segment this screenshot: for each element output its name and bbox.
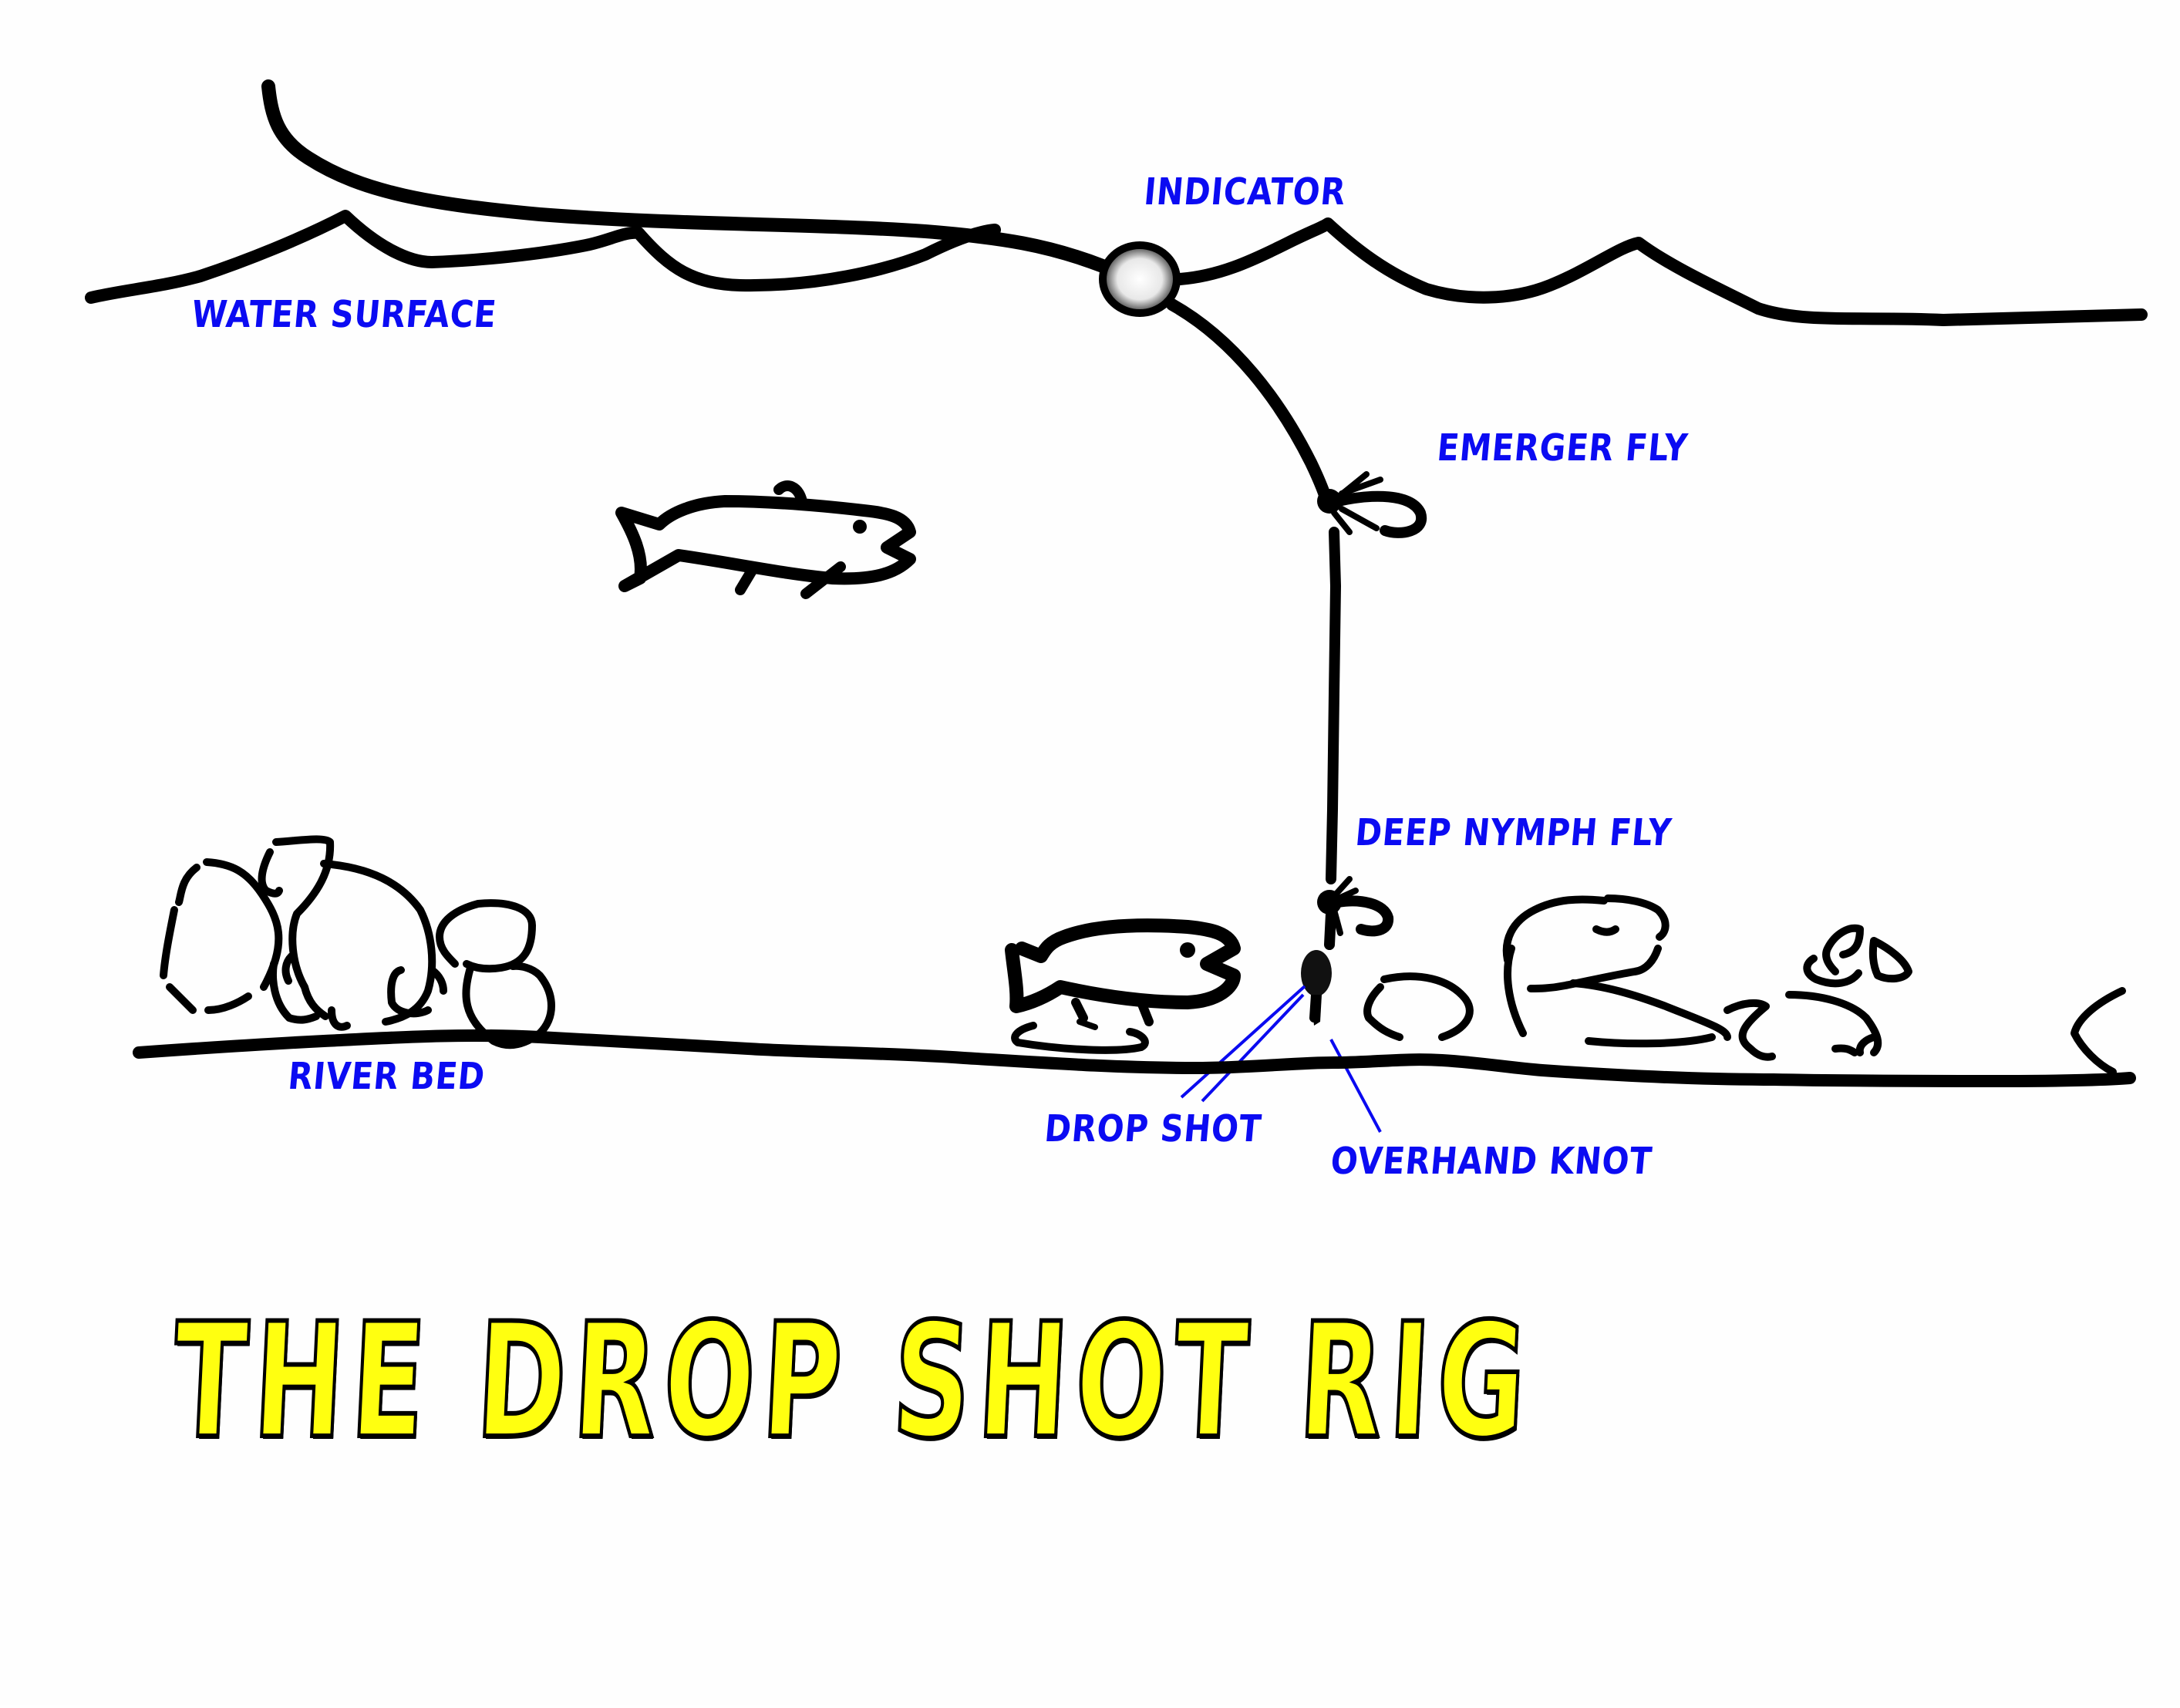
deep-nymph-fly-label: DEEP NYMPH FLY bbox=[1353, 811, 1674, 854]
drop-shot-label: DROP SHOT bbox=[1043, 1107, 1264, 1150]
leader-line bbox=[1166, 298, 1341, 1022]
overhand-knot-label: OVERHAND KNOT bbox=[1329, 1140, 1654, 1183]
water-surface-line bbox=[85, 210, 2148, 326]
indicator-label: INDICATOR bbox=[1142, 170, 1348, 214]
drop-shot-weight bbox=[1301, 950, 1332, 1026]
deep-nymph-fly-hook bbox=[1317, 876, 1393, 937]
rocks-left bbox=[160, 835, 555, 1049]
river-bed-label: RIVER BED bbox=[286, 1055, 487, 1098]
rocks-right bbox=[1363, 894, 2126, 1076]
fish-upper bbox=[615, 480, 916, 599]
emerger-fly-label: EMERGER FLY bbox=[1435, 426, 1690, 470]
water-surface-label: WATER SURFACE bbox=[190, 293, 499, 336]
fish-lower bbox=[1005, 918, 1241, 1054]
indicator-float bbox=[1099, 241, 1181, 317]
pointer-lines bbox=[1180, 985, 1382, 1133]
diagram-title: THE DROP SHOT RIG bbox=[167, 1289, 1539, 1476]
emerger-fly-hook bbox=[1317, 471, 1427, 538]
river-bed-line bbox=[133, 1029, 2136, 1087]
